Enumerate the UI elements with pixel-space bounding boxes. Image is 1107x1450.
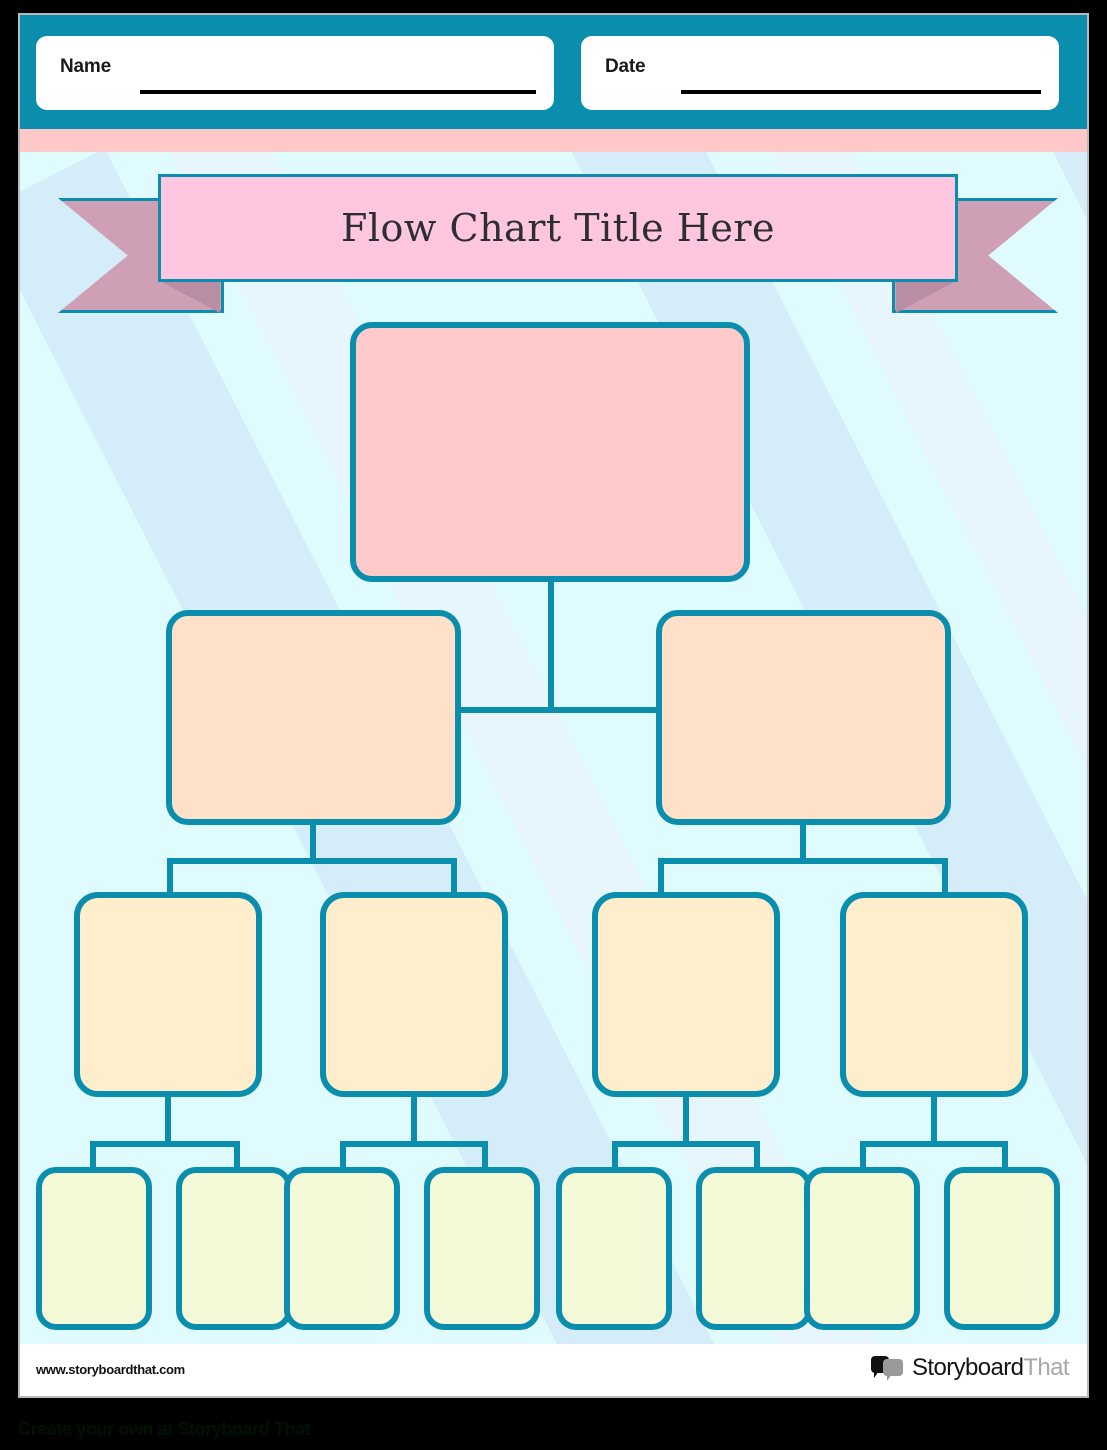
connector-l4-4-up — [482, 1141, 488, 1171]
flow-node-level3-3[interactable] — [592, 892, 780, 1097]
speech-bubbles-icon — [870, 1355, 905, 1381]
logo-text-that: That — [1023, 1354, 1069, 1381]
connector-l3-1-up — [167, 858, 173, 896]
connector-l4-5-up — [612, 1141, 618, 1171]
pink-accent-strip — [20, 129, 1087, 152]
connector-l4-3-up — [340, 1141, 346, 1171]
ribbon-center-panel[interactable]: Flow Chart Title Here — [158, 174, 958, 282]
connector-l3-2-down — [411, 1094, 417, 1144]
connector-l3-3-up — [658, 858, 664, 896]
footer: www.storyboardthat.com StoryboardThat — [20, 1344, 1087, 1396]
connector-level4-bus-d — [860, 1141, 1008, 1147]
connector-level3-bus-right — [658, 858, 948, 864]
connector-level4-bus-c — [612, 1141, 760, 1147]
create-your-own-caption: Create your own at Storyboard That — [18, 1419, 311, 1439]
connector-l4-8-up — [1002, 1141, 1008, 1171]
flow-node-level3-1[interactable] — [74, 892, 262, 1097]
flow-node-level2-2[interactable] — [656, 610, 951, 825]
flow-node-level3-2[interactable] — [320, 892, 508, 1097]
connector-level2-bus — [326, 707, 770, 713]
worksheet: Name Date — [18, 13, 1089, 1398]
connector-l3-2-up — [451, 858, 457, 896]
connector-l4-7-up — [860, 1141, 866, 1171]
connector-l3-1-down — [165, 1094, 171, 1144]
connector-l3-4-down — [931, 1094, 937, 1144]
flow-node-level4-5[interactable] — [556, 1167, 672, 1330]
flow-node-level1-1[interactable] — [350, 322, 750, 582]
date-field-card[interactable]: Date — [581, 36, 1059, 110]
connector-l2-1-down — [310, 822, 316, 861]
logo-wordmark: StoryboardThat — [911, 1354, 1070, 1382]
connector-l2-2-down — [800, 822, 806, 861]
flow-node-level2-1[interactable] — [166, 610, 461, 825]
flow-node-level4-2[interactable] — [176, 1167, 292, 1330]
storyboardthat-logo[interactable]: StoryboardThat — [870, 1354, 1070, 1382]
flow-chart-title[interactable]: Flow Chart Title Here — [341, 206, 775, 250]
sheet-body: Flow Chart Title Here — [20, 152, 1087, 1344]
flow-node-level4-4[interactable] — [424, 1167, 540, 1330]
connector-root-down — [548, 580, 554, 713]
speech-bubble-front-icon — [882, 1359, 903, 1381]
connector-level4-bus-b — [340, 1141, 488, 1147]
connector-level4-bus-a — [90, 1141, 240, 1147]
footer-website-url[interactable]: www.storyboardthat.com — [36, 1362, 185, 1377]
flow-node-level4-3[interactable] — [284, 1167, 400, 1330]
title-banner: Flow Chart Title Here — [58, 174, 1058, 319]
name-field-card[interactable]: Name — [36, 36, 554, 110]
connector-l4-2-up — [234, 1141, 240, 1171]
flow-node-level4-6[interactable] — [696, 1167, 812, 1330]
date-write-line[interactable] — [681, 90, 1041, 94]
flow-node-level3-4[interactable] — [840, 892, 1028, 1097]
flow-node-level4-1[interactable] — [36, 1167, 152, 1330]
connector-l3-4-up — [942, 858, 948, 896]
connector-l3-3-down — [683, 1094, 689, 1144]
flow-chart-area — [20, 152, 1087, 1344]
flow-node-level4-8[interactable] — [944, 1167, 1060, 1330]
header-band: Name Date — [20, 15, 1087, 129]
flow-node-level4-7[interactable] — [804, 1167, 920, 1330]
date-label: Date — [605, 56, 646, 77]
connector-l4-1-up — [90, 1141, 96, 1171]
name-write-line[interactable] — [140, 90, 536, 94]
connector-level3-bus-left — [167, 858, 457, 864]
connector-l4-6-up — [754, 1141, 760, 1171]
logo-text-storyboard: Storyboard — [911, 1354, 1024, 1381]
name-label: Name — [60, 56, 111, 77]
